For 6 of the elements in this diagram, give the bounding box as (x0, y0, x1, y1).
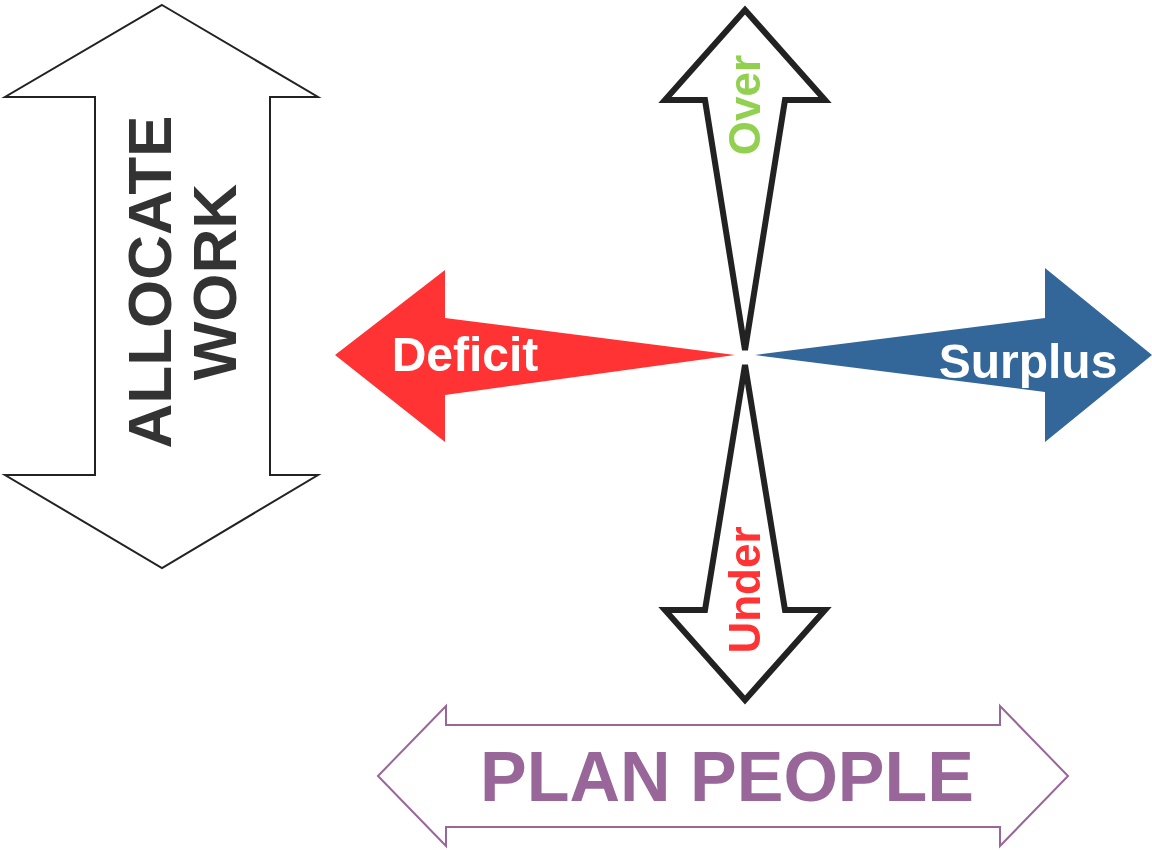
arrow-label: Over (721, 54, 769, 156)
arrow-label: PLAN PEOPLE (480, 741, 974, 815)
arrow-label: Deficit (391, 329, 539, 381)
arrow-label: Surplus (938, 336, 1118, 388)
arrow-label: ALLOCATE WORK (116, 114, 248, 451)
arrow-label: Under (721, 526, 769, 654)
